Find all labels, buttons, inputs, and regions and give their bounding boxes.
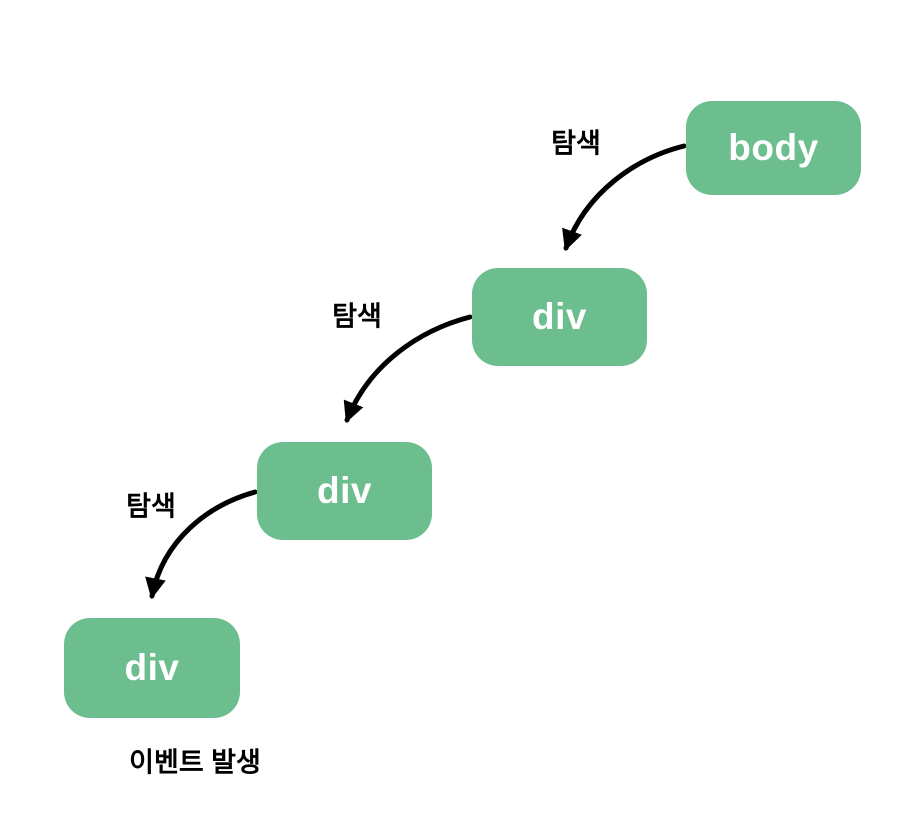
node-div-1-label: div: [532, 296, 587, 337]
edge-label-3: 탐색: [126, 491, 176, 522]
node-body-label: body: [728, 127, 819, 168]
node-body: body: [686, 101, 861, 195]
node-div-3: div: [64, 618, 240, 718]
node-div-2-label: div: [317, 470, 372, 511]
edge-label-1: 탐색: [551, 128, 601, 159]
node-div-3-label: div: [124, 647, 180, 688]
event-caption: 이벤트 발생: [129, 747, 261, 778]
edge-label-2: 탐색: [332, 301, 382, 332]
node-div-2: div: [257, 442, 432, 540]
node-div-1: div: [472, 268, 647, 366]
edge-arrow-body-to-div1: [562, 143, 687, 251]
